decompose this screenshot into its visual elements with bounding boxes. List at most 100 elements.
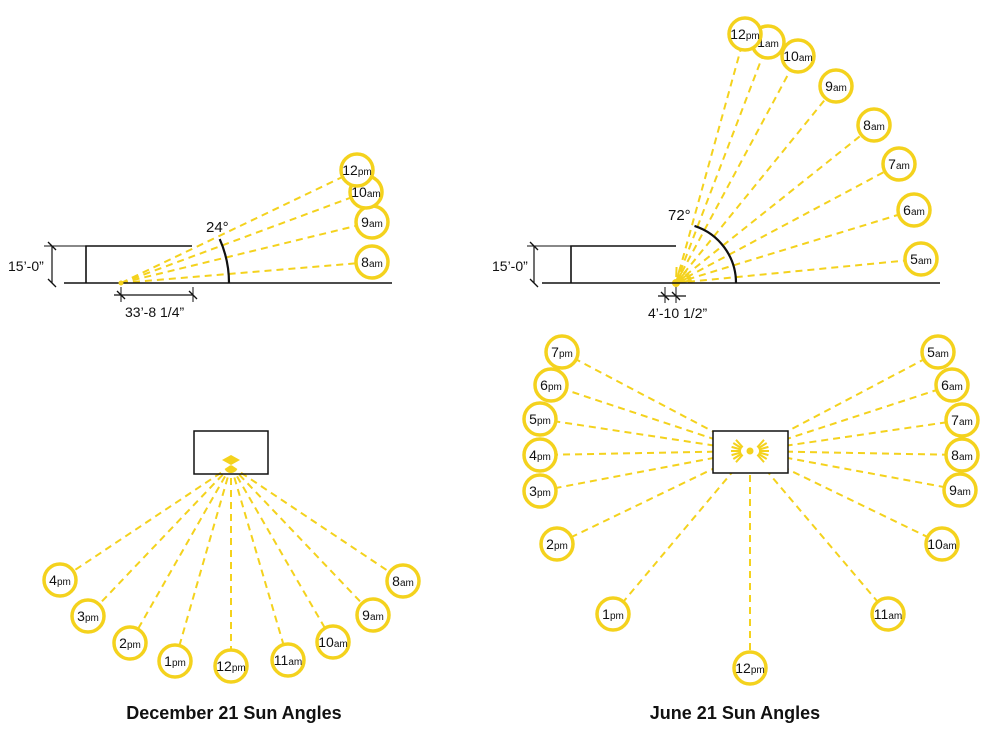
angle-label: 72° <box>668 207 691 224</box>
sun-time-number: 12 <box>735 660 751 676</box>
sun-ray <box>230 465 374 616</box>
sun-marker: 2pm <box>112 625 148 661</box>
sun-marker: 4pm <box>522 437 558 473</box>
sun-marker: 12pm <box>213 648 249 684</box>
sun-ray <box>59 465 232 581</box>
sun-origin-point <box>746 447 754 455</box>
sun-ray <box>612 450 751 615</box>
sun-marker: 7am <box>944 402 980 438</box>
height-dimension-label: 15’-0” <box>492 258 528 274</box>
sun-time-number: 1 <box>602 606 610 622</box>
building-outline <box>85 245 192 283</box>
sun-time-number: 11 <box>874 606 889 622</box>
sun-time-label: 5am <box>910 251 932 267</box>
sun-time-suffix: am <box>959 417 973 428</box>
sun-time-label: 5pm <box>529 411 551 427</box>
sun-marker-ring <box>903 241 939 277</box>
sun-time-number: 8 <box>361 254 369 270</box>
sun-ray <box>675 209 915 284</box>
sun-marker-ring <box>780 38 816 74</box>
sun-ray <box>675 55 799 284</box>
sun-marker-ring <box>856 107 892 143</box>
december-plan-building <box>193 430 269 475</box>
sun-ray <box>675 124 875 284</box>
sun-ray <box>230 465 289 661</box>
sun-time-number: 6 <box>903 202 911 218</box>
sun-time-number: 2 <box>546 536 554 552</box>
sun-time-label: 11am <box>274 652 302 668</box>
sun-marker-ring <box>732 650 768 686</box>
sun-time-suffix: am <box>918 256 932 267</box>
sun-time-suffix: am <box>871 122 885 133</box>
sun-marker: 11am <box>270 642 306 678</box>
sun-time-label: 1pm <box>602 606 624 622</box>
sun-ray <box>675 258 922 284</box>
sun-marker: 5pm <box>522 401 558 437</box>
sun-marker: 12pm <box>339 152 375 188</box>
sun-marker-ring <box>522 401 558 437</box>
building-outline <box>570 245 676 283</box>
sun-time-suffix: am <box>334 639 348 650</box>
sun-glow-ray <box>735 439 744 448</box>
sun-time-suffix: pm <box>559 349 573 360</box>
sun-time-label: 10am <box>783 48 812 64</box>
sun-marker-ring <box>818 68 854 104</box>
sun-time-label: 10am <box>351 184 380 200</box>
june-section-view: 15’-0”4’-10 1/2”72° 5am6am7am8am9am10am1… <box>492 16 940 321</box>
sun-time-suffix: am <box>367 189 381 200</box>
sun-time-label: 2pm <box>546 536 568 552</box>
sun-ray <box>675 163 900 284</box>
sun-marker-ring <box>870 596 906 632</box>
sun-time-suffix: am <box>799 53 813 64</box>
sun-marker: 6am <box>934 367 970 403</box>
sun-time-number: 1 <box>164 653 172 669</box>
building-footprint <box>193 430 269 475</box>
sun-time-number: 3 <box>77 608 85 624</box>
sun-time-suffix: pm <box>610 611 624 622</box>
sun-ray <box>675 41 769 284</box>
sun-marker-ring <box>385 563 421 599</box>
sun-time-label: 12pm <box>730 26 759 42</box>
sun-glow-ray <box>758 445 769 451</box>
dimension-tick <box>529 278 539 288</box>
sun-glow-ray <box>680 272 690 281</box>
sun-marker-ring <box>944 402 980 438</box>
sun-time-label: 7pm <box>551 344 573 360</box>
sun-time-label: 1pm <box>164 653 186 669</box>
sun-time-label: 5am <box>927 344 949 360</box>
sun-time-number: 8 <box>392 573 400 589</box>
sun-marker-ring <box>112 625 148 661</box>
sun-ray <box>129 465 232 644</box>
sun-time-label: 6am <box>903 202 925 218</box>
december-caption: December 21 Sun Angles <box>126 703 342 723</box>
sun-marker-ring <box>213 648 249 684</box>
sun-time-label: 8am <box>392 573 414 589</box>
sun-time-label: 9am <box>361 214 383 230</box>
dimension-tick <box>116 290 126 300</box>
sun-time-suffix: pm <box>751 665 765 676</box>
sun-time-number: 6 <box>540 377 548 393</box>
sun-time-number: 1 <box>757 34 765 50</box>
sun-marker-ring <box>522 437 558 473</box>
sun-glow-ray <box>679 270 688 280</box>
sun-marker: 1pm <box>157 643 193 679</box>
sun-marker: 3pm <box>70 598 106 634</box>
sun-time-number: 10 <box>927 536 943 552</box>
sun-time-number: 9 <box>825 78 833 94</box>
sun-time-label: 3pm <box>77 608 99 624</box>
sun-marker: 8am <box>354 244 390 280</box>
sun-marker-ring <box>339 152 375 188</box>
sun-time-suffix: pm <box>85 613 99 624</box>
sun-time-label: 10am <box>318 634 347 650</box>
sun-ray <box>174 465 232 662</box>
sun-marker: 1pm <box>595 596 631 632</box>
sun-origin-point <box>222 455 240 465</box>
sun-time-label: 6am <box>941 377 963 393</box>
sun-time-suffix: am <box>959 452 973 463</box>
sun-marker-ring <box>544 334 580 370</box>
sun-glow-ray <box>756 454 765 463</box>
sun-time-suffix: am <box>896 161 910 172</box>
sun-glow-ray <box>757 452 768 460</box>
sun-time-suffix: am <box>949 382 963 393</box>
